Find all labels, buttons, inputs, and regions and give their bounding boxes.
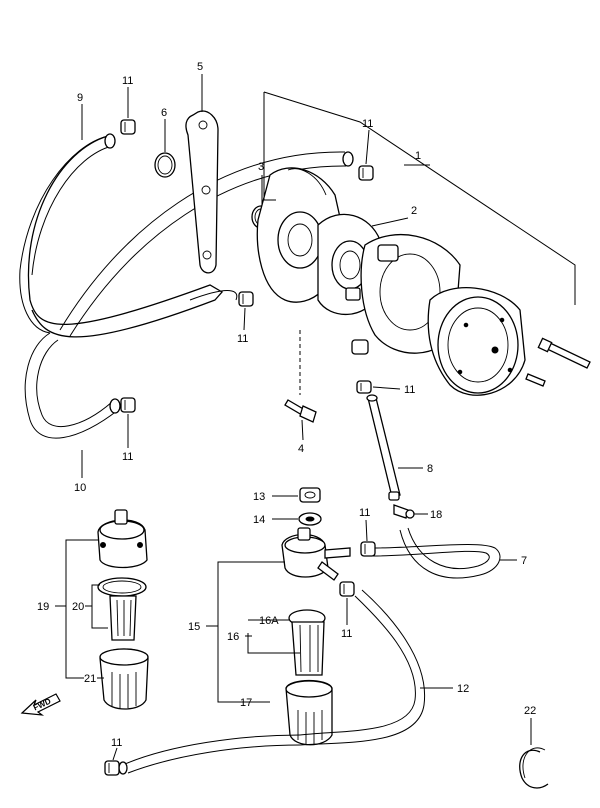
callout-3: 3 xyxy=(258,161,264,173)
callout-11-c: 11 xyxy=(237,333,248,345)
callout-4: 4 xyxy=(298,443,304,455)
callout-20: 20 xyxy=(72,601,84,613)
clamp-11-f xyxy=(360,541,376,557)
callout-11-f: 11 xyxy=(359,507,370,519)
fuel-pump-assembly xyxy=(256,167,526,396)
callout-18: 18 xyxy=(430,509,442,521)
nut-13 xyxy=(299,487,321,503)
callout-22: 22 xyxy=(524,705,536,717)
clamp-11-c xyxy=(238,291,254,307)
callout-6: 6 xyxy=(161,107,167,119)
callout-16a: 16A xyxy=(259,615,279,627)
hose-8 xyxy=(366,394,401,501)
callout-16: 16 xyxy=(227,631,239,643)
callout-11-a: 11 xyxy=(122,75,133,87)
hose-7 xyxy=(371,527,501,579)
clip-22 xyxy=(519,747,549,789)
callout-2: 2 xyxy=(411,205,417,217)
callout-14: 14 xyxy=(253,514,265,526)
callout-11-g: 11 xyxy=(341,628,352,640)
callout-11-d: 11 xyxy=(122,451,133,463)
o-ring-6 xyxy=(154,152,176,178)
callout-17: 17 xyxy=(240,697,252,709)
callout-15: 15 xyxy=(188,621,200,633)
callout-7: 7 xyxy=(521,555,527,567)
callout-5: 5 xyxy=(197,61,203,73)
callout-9: 9 xyxy=(77,92,83,104)
callout-labels: 1 2 3 4 5 6 7 8 9 10 11 11 11 11 11 11 1… xyxy=(37,61,536,749)
callout-11-b: 11 xyxy=(362,118,373,130)
fuel-filter-left xyxy=(97,509,149,710)
clamp-11-g xyxy=(339,581,355,597)
clamp-11-d xyxy=(120,397,136,413)
callout-12: 12 xyxy=(457,683,469,695)
pump-bolts xyxy=(525,337,591,387)
callout-21: 21 xyxy=(84,673,96,685)
bolt-4 xyxy=(284,399,317,423)
callout-11-h: 11 xyxy=(111,737,122,749)
washer-14 xyxy=(298,512,322,526)
callout-8: 8 xyxy=(427,463,433,475)
fuel-filter-assembly xyxy=(281,527,351,746)
hose-12 xyxy=(118,589,426,775)
callout-13: 13 xyxy=(253,491,265,503)
fitting-18 xyxy=(393,504,415,519)
fwd-arrow: FWD xyxy=(20,693,61,716)
clamp-11-b xyxy=(358,165,374,181)
bracket-5 xyxy=(185,110,219,274)
callout-1: 1 xyxy=(415,150,421,162)
callout-19: 19 xyxy=(37,601,49,613)
clamp-11-a xyxy=(120,119,136,135)
callout-11-e: 11 xyxy=(404,384,415,396)
callout-10: 10 xyxy=(74,482,86,494)
leader-lines xyxy=(55,74,576,761)
clamp-11-e xyxy=(356,380,372,394)
clamp-11-h xyxy=(104,760,120,776)
